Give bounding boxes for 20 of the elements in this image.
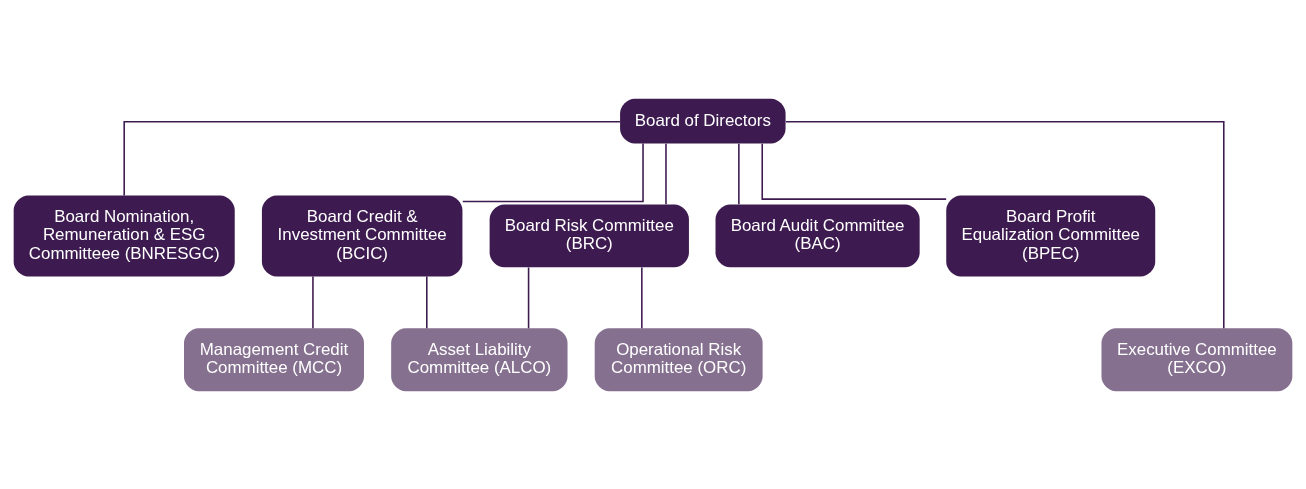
node-box: Board Credit & Investment Committee (BCIC) xyxy=(261,194,463,276)
node-box: Board of Directors xyxy=(620,98,786,144)
connector xyxy=(312,275,314,329)
connector xyxy=(641,266,643,329)
node-box: Board Profit Equalization Committee (BPEC) xyxy=(946,194,1156,276)
node-box: Management Credit Committee (MCC) xyxy=(184,327,364,391)
node-box: Operational Risk Committee (ORC) xyxy=(594,327,763,391)
node-box: Board Risk Committee (BRC) xyxy=(489,204,689,267)
connector xyxy=(426,275,428,329)
connector xyxy=(785,120,1225,329)
connector xyxy=(123,120,621,196)
connector xyxy=(527,266,530,329)
node-box: Board Nomination, Remuneration & ESG Committeee (BNRESGC) xyxy=(13,194,235,276)
connector xyxy=(761,142,947,200)
connector xyxy=(462,142,644,202)
node-box: Executive Committee (EXCO) xyxy=(1101,327,1293,391)
node-box: Board Audit Committee (BAC) xyxy=(715,204,920,267)
node-box: Asset Liability Committee (ALCO) xyxy=(391,327,568,391)
connector xyxy=(738,142,740,205)
connector xyxy=(665,142,667,205)
